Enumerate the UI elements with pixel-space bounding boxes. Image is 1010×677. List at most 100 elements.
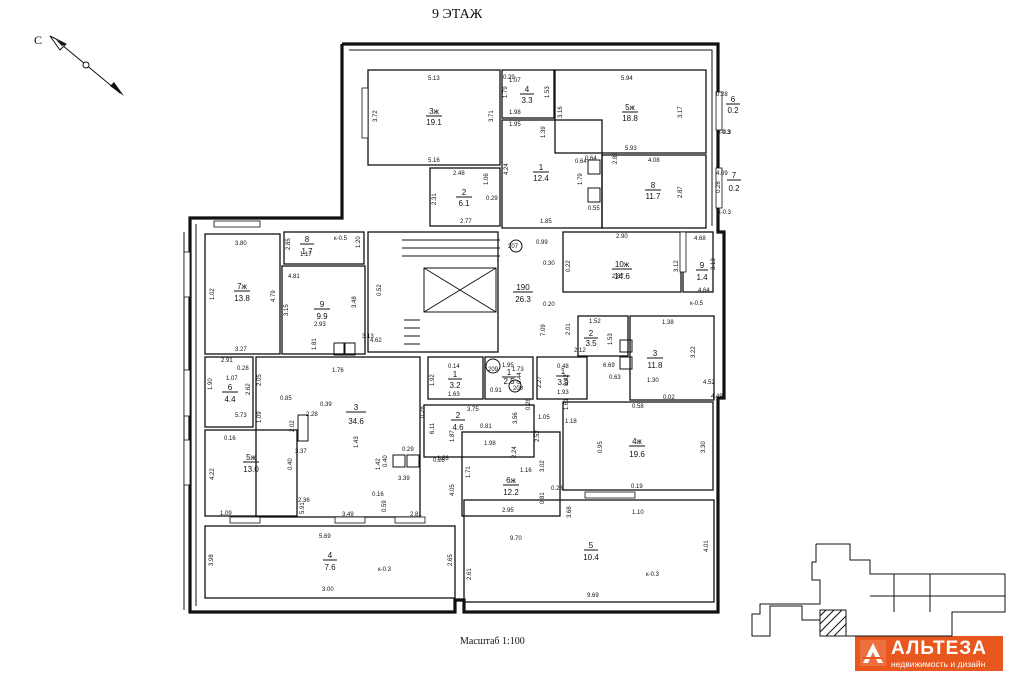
dimension-label: 1.18 [565, 419, 577, 425]
dimension-label: 4.79 [271, 290, 277, 302]
room-number: 8 [305, 235, 310, 244]
marker-labels: 207 209 208 к-0.5 к-0.5 к-0.3 к-0.3 к-0.… [334, 130, 732, 578]
room-number: 6 [228, 383, 233, 392]
dimension-label: 1.20 [356, 236, 362, 248]
ceiling-mark: к-0.3 [718, 210, 732, 216]
dimension-label: 5.94 [621, 76, 633, 82]
room-number: 8 [651, 181, 656, 190]
dimension-label: 2.27 [537, 376, 543, 388]
dimension-label: 0.16 [224, 436, 236, 442]
dimension-label: 4.09 [716, 171, 728, 177]
room-area: 7.6 [324, 563, 336, 572]
dimension-label: 1.71 [466, 466, 472, 478]
dimension-label: 0.30 [543, 261, 555, 267]
room-number: 5ж [246, 453, 256, 462]
dimension-label: 4.22 [210, 468, 216, 480]
dimension-label: 9.70 [510, 536, 522, 542]
room-area: 14.6 [614, 272, 630, 281]
dimension-label: 0.28 [716, 92, 728, 98]
dimension-label: 2.05 [257, 374, 263, 386]
dimension-label: 4.08 [648, 158, 660, 164]
room-area: 3.9 [557, 378, 569, 387]
dimension-label: 2.87 [612, 274, 624, 280]
dimension-label: 3.17 [678, 106, 684, 118]
dimension-label: 3.48 [352, 296, 358, 308]
room-area: 13.0 [243, 465, 259, 474]
dimension-label: 0.19 [631, 484, 643, 490]
dimension-label: 0.64 [575, 159, 587, 165]
dimension-label: 4.01 [704, 540, 710, 552]
dimension-label: 1.93 [557, 390, 569, 396]
room-area: 11.7 [646, 192, 662, 201]
dimension-label: 1.95 [509, 122, 521, 128]
room-area: 26.3 [515, 295, 531, 304]
ceiling-mark: к-0.5 [690, 301, 704, 307]
room-number: 3 [653, 349, 658, 358]
dimension-label: 0.91 [490, 388, 502, 394]
dimension-label: 3.27 [235, 347, 247, 353]
dimension-label: 5.93 [625, 146, 637, 152]
dimension-label: 1.42 [376, 458, 382, 470]
rooms-layer [204, 69, 715, 603]
dimension-label: 0.64 [585, 156, 597, 162]
dimension-label: 2.77 [460, 219, 472, 225]
room-area: 4.6 [452, 423, 464, 432]
dimension-label: 2.87 [678, 186, 684, 198]
dimension-label: 1.79 [503, 86, 509, 98]
dimension-label: 3.16 [558, 106, 564, 118]
dimension-label: 0.40 [383, 455, 389, 467]
room-area: 0.2 [728, 184, 740, 193]
dimension-label: 1.63 [448, 392, 460, 398]
dimension-label: 1.09 [257, 411, 263, 423]
dimension-label: 1.79 [578, 173, 584, 185]
dimension-label: 3.98 [209, 554, 215, 566]
dimension-label: 0.99 [536, 240, 548, 246]
room-number: 9 [320, 300, 325, 309]
dimension-label: 1.61 [564, 398, 570, 410]
room-number: 6 [731, 95, 736, 104]
scale-label: Масштаб 1:100 [460, 636, 525, 647]
room-area: 9.9 [316, 312, 328, 321]
dimension-label: 0.52 [377, 284, 383, 296]
dimension-label: 0.20 [543, 302, 555, 308]
dimension-label: 4.05 [450, 484, 456, 496]
logo-tagline: недвижимость и дизайн [891, 659, 986, 669]
room-area: 11.8 [648, 361, 664, 370]
room-area: 1.4 [696, 273, 708, 282]
dimension-label: 2.62 [246, 383, 252, 395]
room-number: 190 [516, 283, 530, 292]
room-area: 10.4 [583, 553, 599, 562]
dimension-label: 2.91 [221, 358, 233, 364]
dimension-label: 2.85 [286, 238, 292, 250]
dimension-label: 1.98 [509, 110, 521, 116]
dimension-label: 4.64 [698, 288, 710, 294]
ceiling-mark: к-0.5 [334, 236, 348, 242]
dimension-label: 1.38 [662, 320, 674, 326]
room-number: 1 [507, 368, 512, 377]
floor-title: 9 ЭТАЖ [432, 7, 483, 22]
dimension-label: 3.37 [295, 449, 307, 455]
dimension-label: 0.02 [663, 395, 675, 401]
room-area: 2.5 [503, 377, 515, 386]
logo-name: АЛЬТЕЗА [891, 638, 987, 659]
dimension-label: 2.24 [512, 446, 518, 458]
dimension-label: 1.07 [509, 78, 521, 84]
dimension-label: 0.14 [448, 364, 460, 370]
dimension-label: 0.81 [540, 492, 546, 504]
dimension-label: 1.07 [226, 376, 238, 382]
dimension-label: 3.13 [362, 334, 374, 340]
room-area: 12.2 [503, 488, 519, 497]
dimension-label: 1.09 [220, 511, 232, 517]
windows [183, 87, 723, 524]
stairwell-icon [402, 239, 500, 345]
room-area: 3.5 [585, 339, 597, 348]
dimension-label: 1.08 [437, 456, 449, 462]
room-number: 7 [732, 171, 737, 180]
room-number: 1 [539, 163, 544, 172]
room-number: 5ж [625, 103, 635, 112]
dimension-label: 5.13 [428, 76, 440, 82]
dimension-label: 0.22 [566, 260, 572, 272]
dimension-label: 1.85 [540, 219, 552, 225]
dimension-label: 0.28 [716, 181, 722, 193]
